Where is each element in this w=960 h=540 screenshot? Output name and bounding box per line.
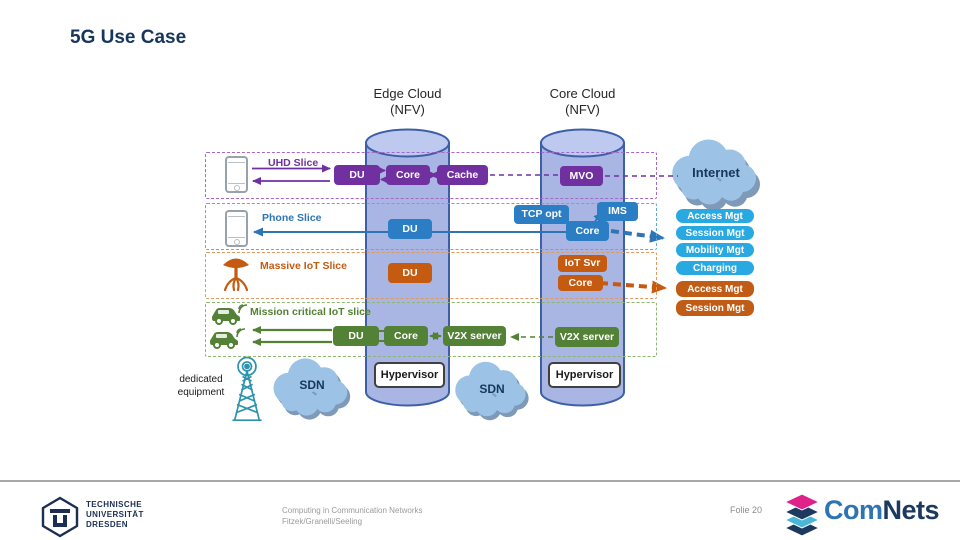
sdn-cloud-mid-label: SDN [479,382,505,396]
uhd-mvo-box: MVO [560,166,603,186]
university-line: DRESDEN [86,520,128,529]
uhd-slice-label: UHD Slice [268,157,319,169]
core-cloud-title-line1: Core Cloud [549,86,616,101]
session-mgt-blue-box: Session Mgt [676,226,754,240]
uhd-core-box: Core [386,165,430,185]
mobility-mgt-box: Mobility Mgt [676,243,754,257]
edge-cloud-title-line2: (NFV) [390,102,425,117]
phone-du-box: DU [388,219,432,239]
comnets-com: Com [824,495,883,525]
massive-iot-slice-region [205,252,657,299]
radio-tower-icon [232,356,262,422]
v2x-server-core-box: V2X server [555,327,619,347]
course-authors: Fitzek/Granelli/Seeling [282,517,363,526]
mission-critical-du-box: DU [333,326,379,346]
hypervisor-edge-box: Hypervisor [374,362,445,388]
sdn-cloud-left-label: SDN [299,378,325,392]
smartphone-home-button [233,239,240,245]
uhd-du-box: DU [334,165,380,185]
comnets-wordmark: ComNets [824,495,940,526]
core-cloud-title: Core Cloud (NFV) [525,86,640,118]
smartphone-icon [225,210,248,247]
massive-iot-slice-label: Massive IoT Slice [260,260,347,272]
phone-core-box: Core [566,221,609,241]
access-mgt-blue-box: Access Mgt [676,209,754,223]
course-title: Computing in Communication Networks [282,506,423,515]
v2x-server-edge-box: V2X server [443,326,506,346]
tu-dresden-logo [41,496,79,538]
phone-ims-box: IMS [597,202,638,221]
dedicated-equipment-label: dedicated equipment [177,374,225,398]
edge-cloud-title: Edge Cloud (NFV) [350,86,465,118]
footer-divider [0,480,960,482]
massive-iot-core-box: Core [558,275,603,291]
phone-tcp-opt-box: TCP opt [514,205,569,224]
slide-number: Folie 20 [730,505,763,515]
smartphone-home-button [233,185,240,191]
university-line: TECHNISCHE [86,500,143,509]
mission-critical-slice-label: Mission critical IoT slice [250,306,371,318]
page-title: 5G Use Case [70,27,187,48]
phone-slice-region [205,203,657,250]
comnets-nets: Nets [882,495,940,525]
internet-cloud-label: Internet [692,165,740,180]
access-mgt-orange-box: Access Mgt [676,281,754,297]
uhd-slice-region [205,152,657,199]
session-mgt-orange-box: Session Mgt [676,300,754,316]
comnets-logo [783,493,821,537]
charging-box: Charging [676,261,754,275]
massive-iot-du-box: DU [388,263,432,283]
footer-course: Computing in Communication Networks Fitz… [282,505,423,527]
hypervisor-core-box: Hypervisor [548,362,621,388]
edge-cloud-title-line1: Edge Cloud [373,86,442,101]
mission-critical-slice-region [205,302,657,357]
phone-slice-label: Phone Slice [262,212,322,224]
mission-critical-core-box: Core [384,326,428,346]
smartphone-icon [225,156,248,193]
uhd-cache-box: Cache [437,165,488,185]
massive-iot-svr-box: IoT Svr [558,255,607,272]
smartphone-screen [228,162,245,184]
core-cloud-title-line2: (NFV) [565,102,600,117]
smartphone-screen [228,216,245,238]
university-line: UNIVERSITÄT [86,510,144,519]
university-name: TECHNISCHE UNIVERSITÄT DRESDEN [86,500,144,530]
